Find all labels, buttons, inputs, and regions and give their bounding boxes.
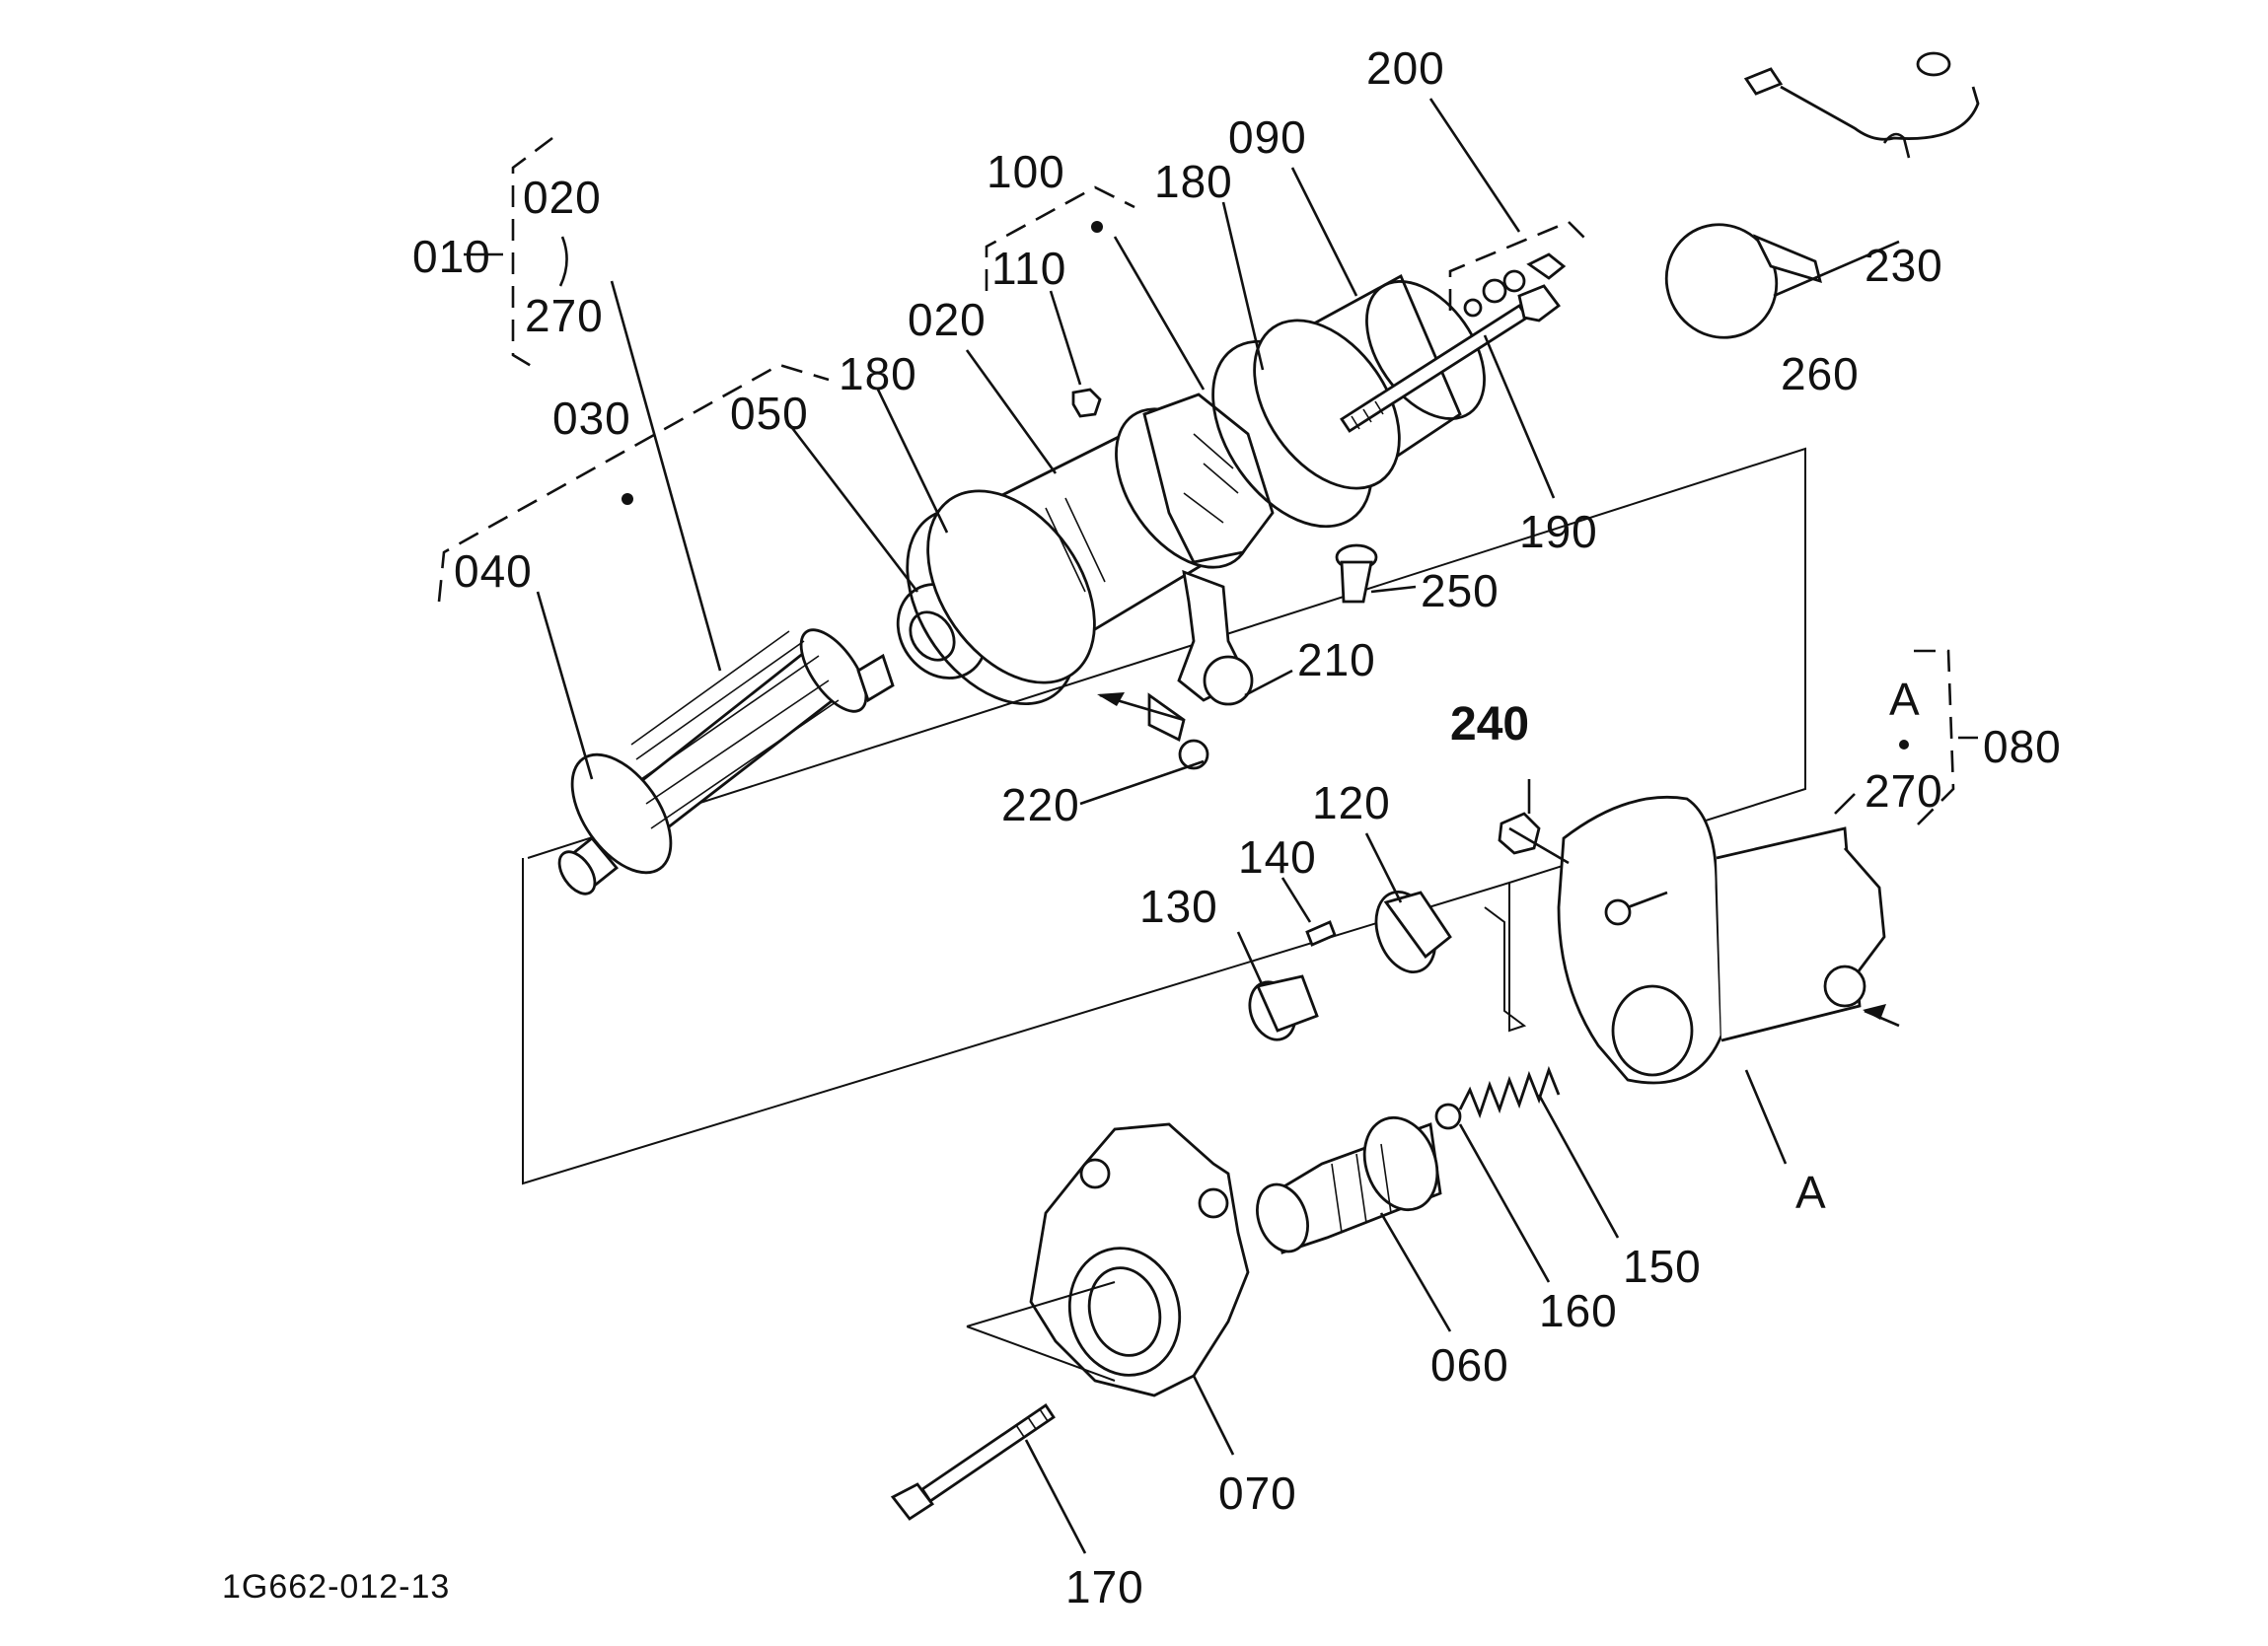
label-130: 130 bbox=[1139, 881, 1218, 932]
pin-140 bbox=[1305, 920, 1337, 947]
gear-120 bbox=[1374, 890, 1452, 974]
leader-lines bbox=[536, 98, 1911, 1554]
label-260: 260 bbox=[1781, 348, 1860, 399]
label-230: 230 bbox=[1865, 240, 1943, 291]
arrow-210 bbox=[1097, 692, 1185, 722]
drawing-code: 1G662-012-13 bbox=[222, 1568, 450, 1606]
magnet-switch-080 bbox=[1557, 795, 1886, 1085]
label-100: 100 bbox=[987, 146, 1065, 197]
label-080: 080 bbox=[1983, 721, 2062, 772]
screw-250 bbox=[1335, 543, 1378, 604]
rear-cover-090 bbox=[1253, 274, 1486, 490]
label-a-bottom: A bbox=[1795, 1167, 1827, 1218]
label-160: 160 bbox=[1539, 1285, 1618, 1336]
label-220: 220 bbox=[1001, 779, 1080, 830]
label-060: 060 bbox=[1430, 1339, 1509, 1391]
callout-labels: 010 020 270 030 040 050 180 020 110 100 … bbox=[412, 42, 2062, 1612]
label-270-right: 270 bbox=[1865, 765, 1943, 817]
label-200: 200 bbox=[1366, 42, 1445, 94]
label-170: 170 bbox=[1065, 1561, 1144, 1612]
label-120: 120 bbox=[1312, 777, 1391, 828]
label-270-range-end: 270 bbox=[525, 290, 604, 341]
retainer-130 bbox=[1248, 974, 1319, 1041]
front-housing-070 bbox=[966, 1122, 1250, 1397]
group-030-dot bbox=[622, 493, 633, 505]
label-010: 010 bbox=[412, 231, 491, 282]
ball-160 bbox=[1434, 1103, 1462, 1130]
group-080-dot bbox=[1899, 740, 1909, 750]
group-080-bracket bbox=[1913, 649, 1955, 829]
group-030-bracket bbox=[437, 363, 830, 603]
label-a-top: A bbox=[1889, 674, 1921, 725]
arrow-bearing-link bbox=[1508, 826, 1570, 865]
clamp-band-260 bbox=[1664, 223, 1822, 339]
group-100-bracket bbox=[985, 185, 1135, 291]
label-240: 240 bbox=[1450, 698, 1529, 751]
label-070: 070 bbox=[1218, 1467, 1297, 1519]
label-180-right: 180 bbox=[1154, 156, 1233, 207]
armature-040 bbox=[557, 628, 895, 895]
label-210: 210 bbox=[1297, 634, 1376, 685]
group-010-bracket bbox=[464, 136, 568, 372]
through-bolt-190 bbox=[1340, 284, 1561, 433]
brush-holder-100 bbox=[1142, 393, 1275, 770]
arrow-switch-terminal bbox=[1863, 1004, 1900, 1028]
clip-110 bbox=[1071, 388, 1102, 418]
label-250: 250 bbox=[1421, 565, 1500, 616]
fastener-set-200 bbox=[1463, 252, 1567, 318]
spring-150 bbox=[1458, 1065, 1561, 1119]
label-180-left: 180 bbox=[839, 348, 917, 399]
pinion-clutch-060 bbox=[1256, 1115, 1442, 1254]
label-030: 030 bbox=[552, 393, 631, 444]
ground-wire-230 bbox=[1743, 51, 1980, 141]
label-020-range-start: 020 bbox=[523, 172, 602, 223]
label-020: 020 bbox=[908, 294, 987, 345]
group-200-bracket bbox=[1448, 220, 1589, 311]
label-090: 090 bbox=[1228, 111, 1307, 163]
label-190: 190 bbox=[1519, 506, 1598, 557]
label-140: 140 bbox=[1238, 831, 1317, 883]
bolt-170 bbox=[890, 1403, 1056, 1521]
group-100-dot bbox=[1091, 221, 1103, 233]
label-040: 040 bbox=[454, 545, 533, 597]
label-150: 150 bbox=[1623, 1241, 1702, 1292]
label-050: 050 bbox=[730, 388, 809, 439]
label-110: 110 bbox=[991, 243, 1066, 294]
